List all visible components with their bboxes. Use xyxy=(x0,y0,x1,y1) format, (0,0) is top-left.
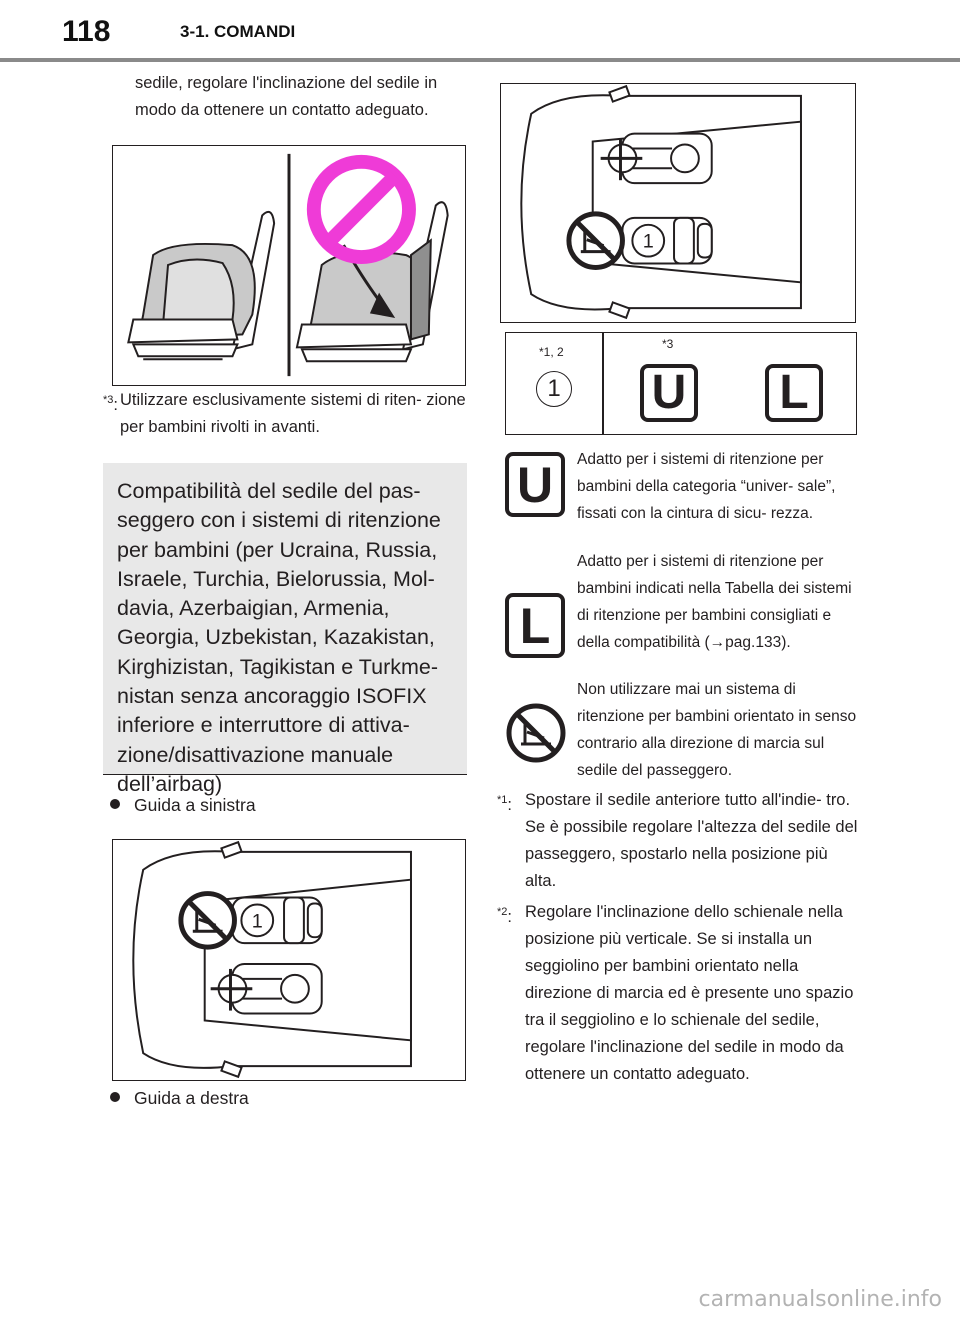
note-3-mark: *3 xyxy=(103,394,114,406)
note-1-mark: *1 xyxy=(497,794,508,806)
seat-number-circle xyxy=(240,903,275,938)
compatibility-table: *1, 2 1 *3 U L xyxy=(505,332,857,435)
driver-seat-figure xyxy=(210,962,323,1015)
col2-header: *3 xyxy=(662,337,674,351)
listed-icon: L xyxy=(765,364,823,422)
correct-seat-figure xyxy=(127,210,276,361)
left-hand-drive-diagram: 1 xyxy=(112,839,466,1081)
right-hand-drive-diagram: 1 xyxy=(500,83,856,323)
header-rule xyxy=(0,58,960,62)
legend-u-icon: U xyxy=(505,452,565,517)
note-1-separator: : xyxy=(507,796,512,814)
seat-fit-drawing xyxy=(127,153,449,377)
universal-icon: U xyxy=(640,364,698,422)
bullet-right-hand-drive-text: Guida a destra xyxy=(134,1088,249,1108)
legend-l-icon: L xyxy=(505,593,565,658)
legend-l-letter: L xyxy=(519,598,551,654)
top-paragraph: sedile, regolare l'inclinazione del sedi… xyxy=(135,74,438,119)
no-rear-facing-seat-icon xyxy=(178,891,237,950)
note-3-separator: : xyxy=(113,396,118,414)
driver-seat-figure xyxy=(600,132,713,185)
car-top-view-rhd: 1 xyxy=(520,84,802,320)
bullet-dot xyxy=(110,1092,120,1102)
section-title: 3-1. COMANDI xyxy=(180,22,296,41)
seat-number-circle xyxy=(631,223,666,258)
seat-fit-illustration xyxy=(112,145,466,386)
legend-l-text: Adatto per i sistemi di ritenzione per b… xyxy=(577,553,852,651)
bullet-dot xyxy=(110,799,120,809)
note-2: *2: Regolare l'inclinazione dello schien… xyxy=(497,899,859,1088)
legend-no-rear-facing-text: Non utilizzare mai un sistema di ritenzi… xyxy=(577,681,857,779)
prohibition-sign-icon xyxy=(306,154,416,265)
note-3: *3: Utilizzare esclusivamente sistemi di… xyxy=(103,387,467,441)
seat-number-label: 1 xyxy=(643,231,654,253)
col1-header: *1, 2 xyxy=(539,345,564,359)
bullet-left-hand-drive-text: Guida a sinistra xyxy=(134,795,256,815)
listed-icon-letter: L xyxy=(779,366,809,419)
watermark: carmanualsonline.info xyxy=(698,1287,942,1312)
no-rear-facing-seat-icon xyxy=(566,211,625,270)
bullet-right-hand-drive: Guida a destra xyxy=(110,1088,249,1109)
note-2-separator: : xyxy=(507,908,512,926)
legend-u-text: Adatto per i sistemi di ritenzione per b… xyxy=(577,451,836,522)
no-rear-facing-seat-icon xyxy=(506,703,566,763)
note-2-mark: *2 xyxy=(497,906,508,918)
bullet-left-hand-drive: Guida a sinistra xyxy=(110,795,256,816)
legend-no-rear-facing-icon xyxy=(505,702,567,764)
note-1: *1: Spostare il sedile anteriore tutto a… xyxy=(497,787,859,895)
col1-seat-number: 1 xyxy=(536,371,572,407)
table-divider xyxy=(602,333,604,434)
note-2-text: Regolare l'inclinazione dello schienale … xyxy=(525,903,854,1083)
incorrect-seat-figure xyxy=(295,201,449,363)
seat-number-label: 1 xyxy=(252,910,263,932)
note-3-text: Utilizzare esclusivamente sistemi di rit… xyxy=(120,391,466,436)
universal-icon-letter: U xyxy=(651,366,687,419)
note-1-text: Spostare il sedile anteriore tutto all'i… xyxy=(525,791,858,890)
compatibility-heading: Compatibilità del sedile del pas- segger… xyxy=(103,463,467,796)
page-number: 118 xyxy=(62,15,111,48)
legend-u-letter: U xyxy=(516,457,554,513)
car-top-view-lhd: 1 xyxy=(132,840,412,1079)
